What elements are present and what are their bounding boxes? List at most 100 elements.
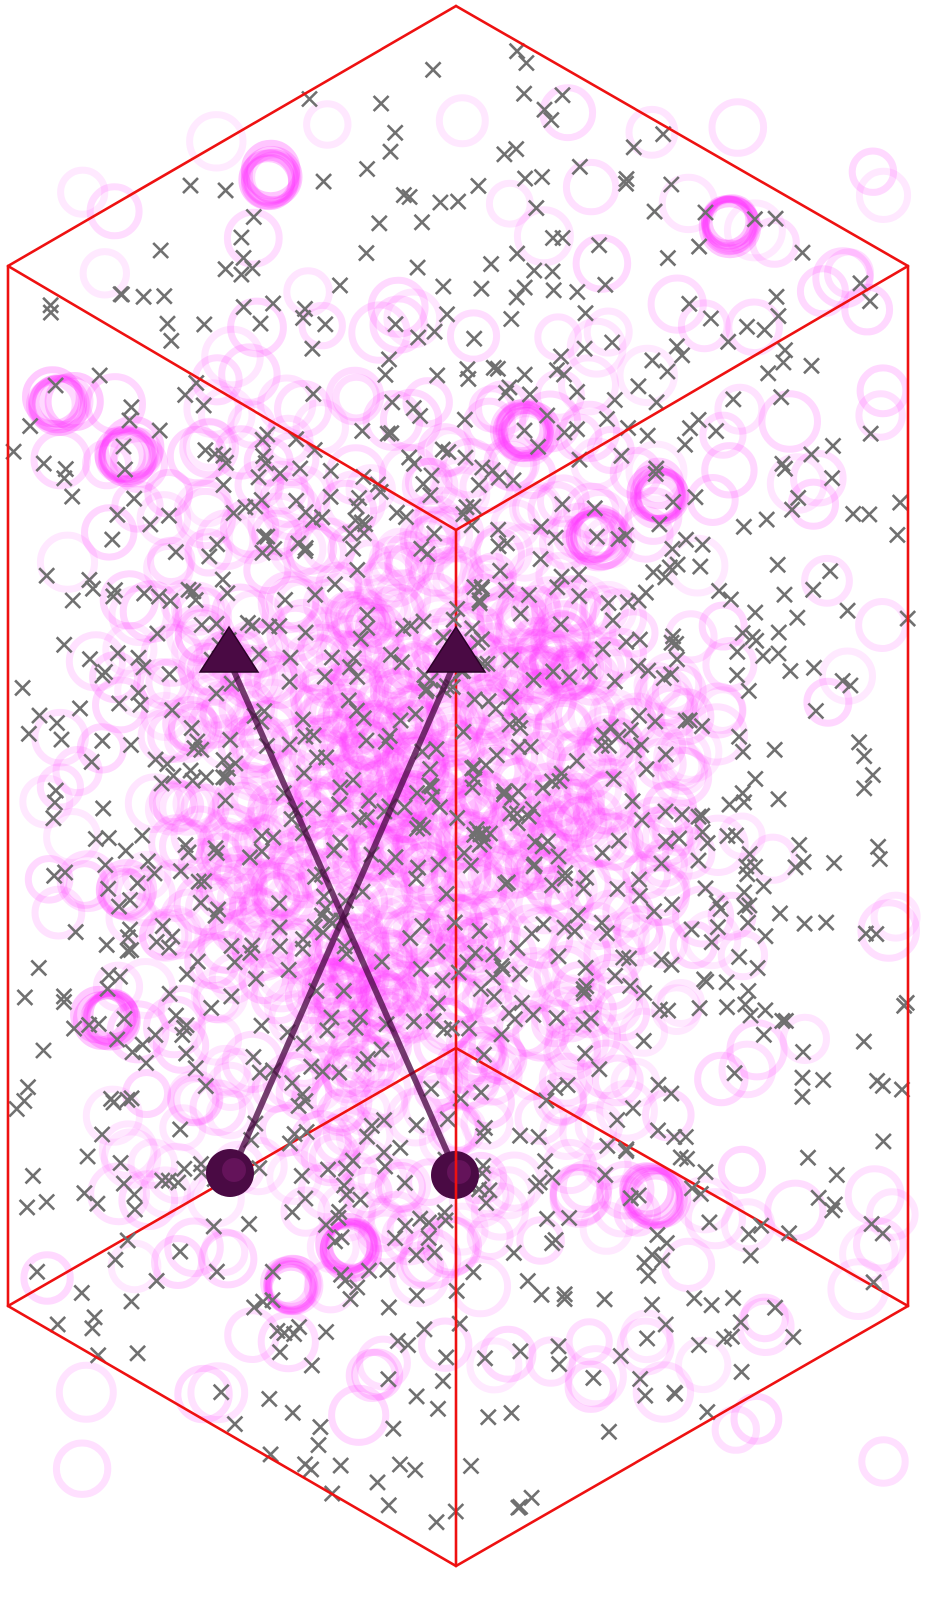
- ring-marker: [717, 1145, 767, 1194]
- cross-marker: [448, 600, 466, 618]
- cross-marker: [653, 1251, 671, 1269]
- cross-marker: [703, 1296, 721, 1314]
- ring-marker: [566, 317, 627, 378]
- ring-marker: [323, 1040, 372, 1088]
- ring-marker: [211, 776, 268, 833]
- ring-marker: [514, 668, 577, 731]
- ring-marker: [83, 991, 136, 1045]
- cross-marker: [280, 961, 298, 979]
- ring-marker: [435, 1040, 489, 1094]
- ring-marker: [779, 1013, 831, 1065]
- cross-marker: [690, 852, 707, 870]
- cross-marker: [485, 359, 503, 377]
- cross-marker: [182, 762, 200, 780]
- cross-marker: [55, 993, 73, 1011]
- ring-marker: [499, 870, 553, 924]
- ring-marker: [320, 614, 383, 678]
- ring-marker: [95, 865, 147, 916]
- ring-marker: [20, 1251, 74, 1305]
- cross-marker: [332, 1266, 350, 1284]
- ring-marker: [531, 628, 595, 692]
- cross-marker: [463, 619, 481, 637]
- cross-marker: [357, 732, 375, 749]
- ring-marker: [423, 893, 484, 953]
- cross-marker: [588, 528, 606, 546]
- cross-marker: [389, 1332, 407, 1350]
- ring-marker: [298, 301, 346, 350]
- cross-marker: [772, 388, 790, 406]
- cross-marker: [530, 1128, 548, 1146]
- ring-marker: [714, 383, 766, 435]
- ring-marker: [368, 535, 420, 587]
- ring-marker: [796, 265, 849, 318]
- cross-marker: [544, 663, 562, 681]
- ring-marker: [504, 839, 557, 891]
- ring-marker: [619, 1162, 675, 1218]
- ring-marker: [536, 474, 590, 528]
- ring-marker: [686, 474, 739, 526]
- cross-marker: [35, 455, 53, 473]
- ring-marker: [543, 1022, 602, 1081]
- cross-marker: [262, 1445, 280, 1463]
- cross-marker: [606, 967, 624, 985]
- ring-marker: [573, 725, 628, 780]
- cross-marker: [702, 310, 720, 327]
- ring-marker: [766, 453, 828, 514]
- cross-marker: [121, 411, 138, 429]
- cross-marker: [162, 332, 180, 350]
- ring-marker: [543, 683, 602, 742]
- ring-marker: [853, 1217, 907, 1272]
- ring-marker: [375, 753, 425, 803]
- cross-marker: [173, 1026, 191, 1044]
- ring-marker: [378, 961, 430, 1013]
- ring-marker: [199, 1044, 251, 1096]
- ring-marker: [520, 576, 578, 634]
- cross-marker: [360, 792, 378, 810]
- cross-marker: [683, 1179, 701, 1197]
- ring-marker: [637, 918, 689, 969]
- ring-marker: [98, 867, 150, 920]
- cross-marker: [630, 707, 648, 725]
- cross-marker: [424, 61, 442, 79]
- ring-marker: [320, 834, 376, 890]
- cross-marker: [289, 534, 307, 552]
- ring-marker: [559, 1160, 613, 1213]
- ring-marker: [356, 1335, 411, 1391]
- cross-marker: [38, 1193, 56, 1211]
- cross-marker: [310, 1436, 327, 1454]
- cross-marker: [545, 281, 563, 299]
- cross-marker: [612, 447, 630, 465]
- ring-marker: [468, 385, 516, 433]
- cross-marker: [208, 535, 226, 553]
- cross-marker: [304, 799, 322, 817]
- cross-marker: [250, 645, 268, 663]
- ring-marker: [533, 1072, 588, 1127]
- cross-marker: [462, 1457, 480, 1475]
- ring-marker: [550, 641, 605, 696]
- cross-marker: [460, 1020, 478, 1037]
- ring-marker: [402, 377, 453, 428]
- cross-marker: [412, 540, 430, 558]
- cross-marker: [348, 1279, 366, 1296]
- cross-marker: [302, 1058, 320, 1076]
- ring-marker: [337, 974, 392, 1029]
- ring-marker: [195, 865, 251, 921]
- cross-marker: [187, 591, 205, 609]
- ring-marker: [231, 776, 280, 824]
- cross-marker: [638, 1330, 656, 1347]
- cross-marker: [532, 550, 550, 568]
- cross-marker: [86, 1308, 104, 1326]
- cross-marker: [776, 460, 794, 478]
- cross-marker: [501, 805, 519, 823]
- cross-marker: [662, 176, 680, 193]
- ring-marker: [208, 785, 264, 842]
- ring-marker: [855, 598, 910, 652]
- cross-marker: [672, 1148, 690, 1166]
- ring-marker: [362, 783, 411, 832]
- cross-marker: [421, 760, 439, 778]
- cross-marker: [493, 957, 511, 975]
- cross-marker: [106, 1251, 124, 1269]
- ring-marker: [542, 1138, 598, 1195]
- cross-marker: [464, 498, 482, 516]
- ring-marker: [22, 366, 83, 428]
